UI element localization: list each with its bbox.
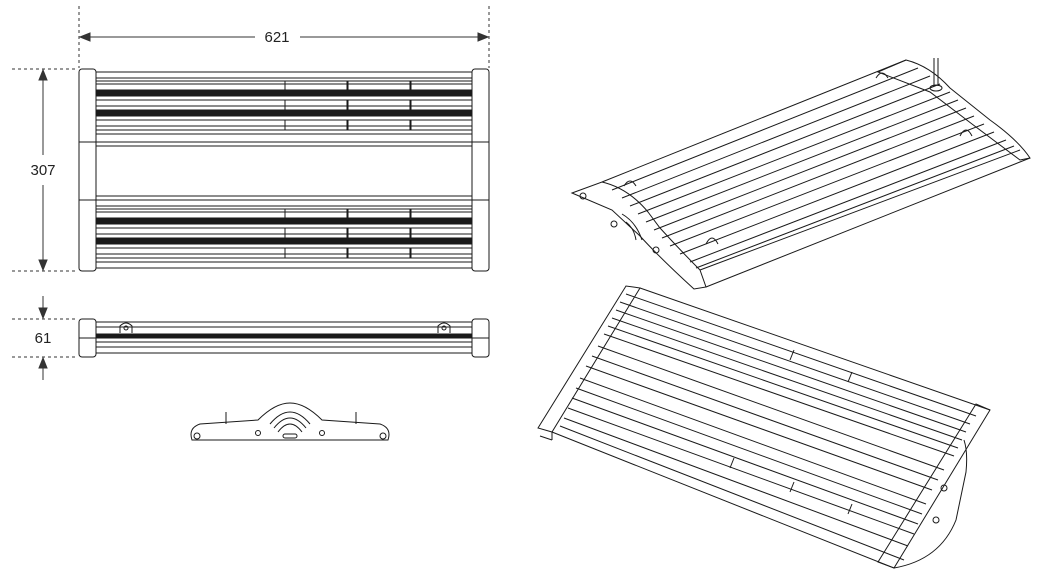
iso-view-rear bbox=[570, 58, 1031, 290]
height-label: 307 bbox=[30, 162, 55, 179]
top-view bbox=[78, 68, 490, 272]
side-view bbox=[78, 318, 490, 358]
end-view bbox=[190, 402, 390, 441]
depth-dimension bbox=[12, 296, 78, 380]
iso-view-front bbox=[537, 285, 991, 569]
width-dimension bbox=[78, 6, 490, 68]
width-label: 621 bbox=[264, 29, 289, 46]
depth-label: 61 bbox=[35, 330, 52, 347]
height-dimension bbox=[12, 68, 78, 272]
